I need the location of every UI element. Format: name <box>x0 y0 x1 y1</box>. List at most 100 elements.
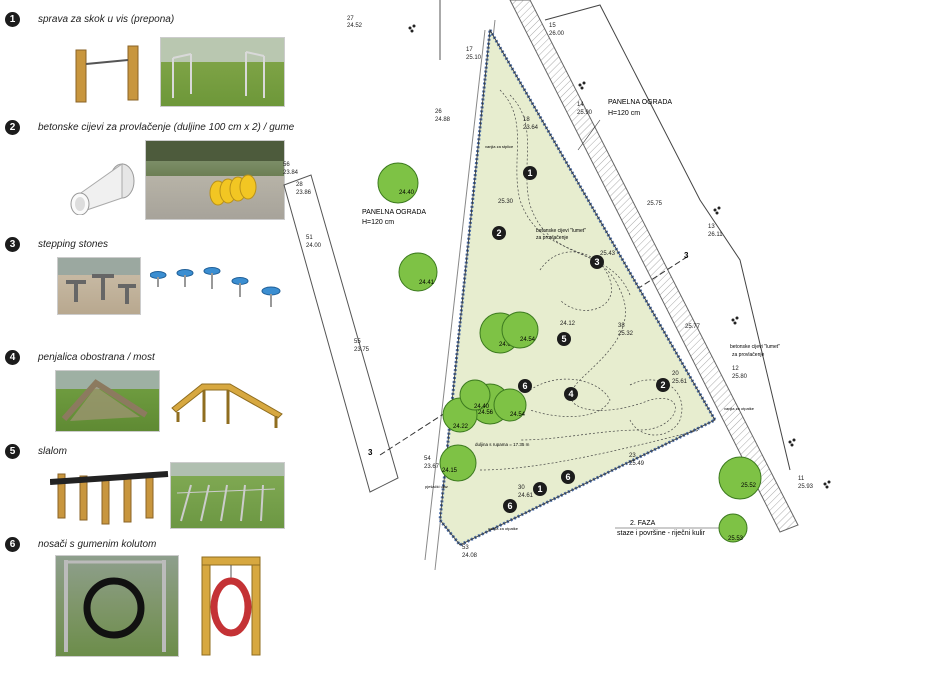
svg-text:2: 2 <box>496 228 501 238</box>
legend-number: 3 <box>5 237 20 252</box>
equipment-legend: 1 sprava za skok u vis (prepona) 2 beton… <box>0 0 300 695</box>
fence-left-height: H=120 cm <box>362 219 394 226</box>
tree-icon: 25.52 <box>718 456 762 500</box>
fence-left-title: PANELNA OGRADA <box>362 209 426 216</box>
marker-icon: 1 <box>533 482 547 496</box>
high-jump-render <box>75 45 139 103</box>
pipes-right-line2: za provlačenje <box>732 352 764 358</box>
svg-text:24.54: 24.54 <box>510 412 526 418</box>
bin-bottom-note: vanjia za otpatke <box>488 526 519 531</box>
tree-icon: 24.40 <box>377 162 419 204</box>
svg-text:24.12: 24.12 <box>560 321 576 327</box>
legend-label: nosači s gumenim kolutom <box>38 539 157 550</box>
legend-item-1: 1 sprava za skok u vis (prepona) <box>0 0 300 115</box>
svg-text:3: 3 <box>594 257 599 267</box>
legend-label: sprava za skok u vis (prepona) <box>38 14 175 25</box>
svg-text:24.54: 24.54 <box>520 337 536 343</box>
svg-text:24.41: 24.41 <box>419 280 435 286</box>
legend-label: slalom <box>38 446 67 457</box>
svg-text:13: 13 <box>708 224 715 230</box>
svg-text:56: 56 <box>283 162 290 168</box>
gate-note: pješački ulaz <box>425 484 448 489</box>
tire-ring-render <box>201 556 261 656</box>
climbing-bridge-render <box>171 383 283 428</box>
pipes-top-line1: betonske cijevi "lumet" <box>536 228 586 234</box>
pipes-right-line1: betonske cijevi "lumet" <box>730 344 780 350</box>
climbing-bridge-photo <box>55 370 160 432</box>
svg-text:38: 38 <box>618 323 625 329</box>
svg-text:11: 11 <box>798 476 805 482</box>
marker-icon: 2 <box>492 226 506 240</box>
svg-text:15: 15 <box>549 23 556 29</box>
svg-text:25.53: 25.53 <box>728 536 744 542</box>
legend-item-3: 3 stepping stones <box>0 235 300 350</box>
marker-icon: 6 <box>518 379 532 393</box>
svg-text:24.08: 24.08 <box>462 553 478 559</box>
slalom-render <box>50 471 169 525</box>
legend-item-6: 6 nosači s gumenim kolutom <box>0 535 300 695</box>
svg-text:24.52: 24.52 <box>347 23 363 29</box>
svg-text:25.80: 25.80 <box>732 374 748 380</box>
svg-text:24.15: 24.15 <box>442 468 458 474</box>
svg-text:24.22: 24.22 <box>453 424 469 430</box>
trees: 24.40 24.41 24.64 24.54 24.56 24.22 24.4… <box>377 162 762 543</box>
svg-text:25.93: 25.93 <box>798 484 814 490</box>
legend-number: 5 <box>5 444 20 459</box>
svg-text:24.61: 24.61 <box>518 493 534 499</box>
right-strip <box>509 0 799 533</box>
slalom-photo <box>170 462 285 529</box>
svg-text:24.40: 24.40 <box>399 190 415 196</box>
left-road <box>283 174 399 493</box>
svg-text:25.90: 25.90 <box>577 110 593 116</box>
svg-text:26.00: 26.00 <box>549 31 565 37</box>
svg-text:25.32: 25.32 <box>618 331 634 337</box>
svg-text:20: 20 <box>672 371 679 377</box>
tree-icon: 24.40 <box>459 379 491 411</box>
legend-number: 1 <box>5 12 20 27</box>
svg-text:24.00: 24.00 <box>306 243 322 249</box>
tire-ring-photo <box>55 555 179 657</box>
svg-text:24.64: 24.64 <box>499 342 515 348</box>
svg-text:14: 14 <box>577 102 584 108</box>
svg-text:25.52: 25.52 <box>741 483 757 489</box>
svg-text:5: 5 <box>561 334 566 344</box>
svg-text:25.61: 25.61 <box>672 379 688 385</box>
legend-item-4: 4 penjalica obostrana / most <box>0 350 300 450</box>
svg-text:12: 12 <box>732 366 739 372</box>
section-mark: 3 <box>684 251 689 260</box>
tree-icon: 24.15 <box>439 444 477 482</box>
tree-icon: 24.54 <box>501 311 539 349</box>
svg-text:23.64: 23.64 <box>523 125 539 131</box>
svg-text:23.67: 23.67 <box>424 464 440 470</box>
legend-label: stepping stones <box>38 239 109 250</box>
svg-text:51: 51 <box>306 235 313 241</box>
svg-text:4: 4 <box>568 389 573 399</box>
svg-text:23: 23 <box>629 453 636 459</box>
svg-text:53: 53 <box>462 545 469 551</box>
svg-text:54: 54 <box>424 456 431 462</box>
stepping-stones-render <box>150 267 281 307</box>
svg-text:25.75: 25.75 <box>647 201 663 207</box>
svg-text:28: 28 <box>296 182 303 188</box>
legend-label: betonske cijevi za provlačenje (duljine … <box>38 122 295 133</box>
tree-icon: 24.41 <box>398 252 438 292</box>
svg-text:26.11: 26.11 <box>708 232 723 238</box>
tire-tunnel-photo <box>145 140 285 220</box>
marker-icon: 4 <box>564 387 578 401</box>
phase-title: 2. FAZA <box>630 520 656 527</box>
tree-icon: 25.53 <box>718 513 748 543</box>
svg-text:6: 6 <box>522 381 527 391</box>
legend-number: 4 <box>5 350 20 365</box>
fence-top-title: PANELNA OGRADA <box>608 99 672 106</box>
svg-text:24.88: 24.88 <box>435 117 451 123</box>
legend-number: 6 <box>5 537 20 552</box>
marker-icon: 2 <box>656 378 670 392</box>
svg-text:23.75: 23.75 <box>354 347 370 353</box>
bin-top-note: vanjia za stplice <box>485 144 514 149</box>
svg-text:26: 26 <box>435 109 442 115</box>
site-plan: PANELNA OGRADA H=120 cm PANELNA OGRADA H… <box>280 0 942 695</box>
svg-text:24.40: 24.40 <box>474 404 490 410</box>
svg-text:1: 1 <box>527 168 532 178</box>
svg-text:25.10: 25.10 <box>466 55 482 61</box>
